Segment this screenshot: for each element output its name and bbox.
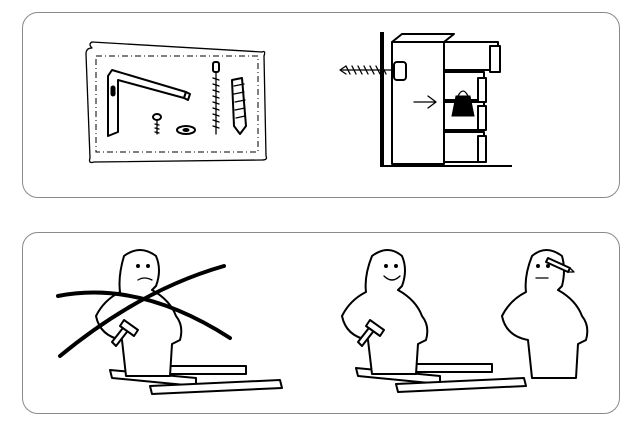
wall-bracket-icon bbox=[107, 69, 191, 137]
cross-out-icon bbox=[56, 264, 232, 358]
person-confused bbox=[95, 249, 183, 377]
drawer-unit bbox=[391, 33, 501, 165]
arrow-right-icon bbox=[413, 95, 437, 109]
wall-screw-icon bbox=[339, 65, 397, 75]
wall-line bbox=[380, 32, 512, 167]
top-panel bbox=[22, 12, 620, 198]
person-thinking bbox=[501, 249, 589, 379]
hammer-icon-right bbox=[357, 319, 385, 347]
hardware-bag bbox=[85, 41, 268, 164]
warning-weight-icon bbox=[451, 90, 475, 117]
long-screw-icon bbox=[212, 61, 220, 135]
person-happy bbox=[341, 249, 429, 375]
wall-plug-icon bbox=[231, 77, 247, 135]
small-screw-icon bbox=[152, 113, 162, 135]
hammer-icon bbox=[111, 319, 139, 347]
washer-icon bbox=[176, 125, 196, 135]
pencil-icon bbox=[545, 257, 575, 273]
